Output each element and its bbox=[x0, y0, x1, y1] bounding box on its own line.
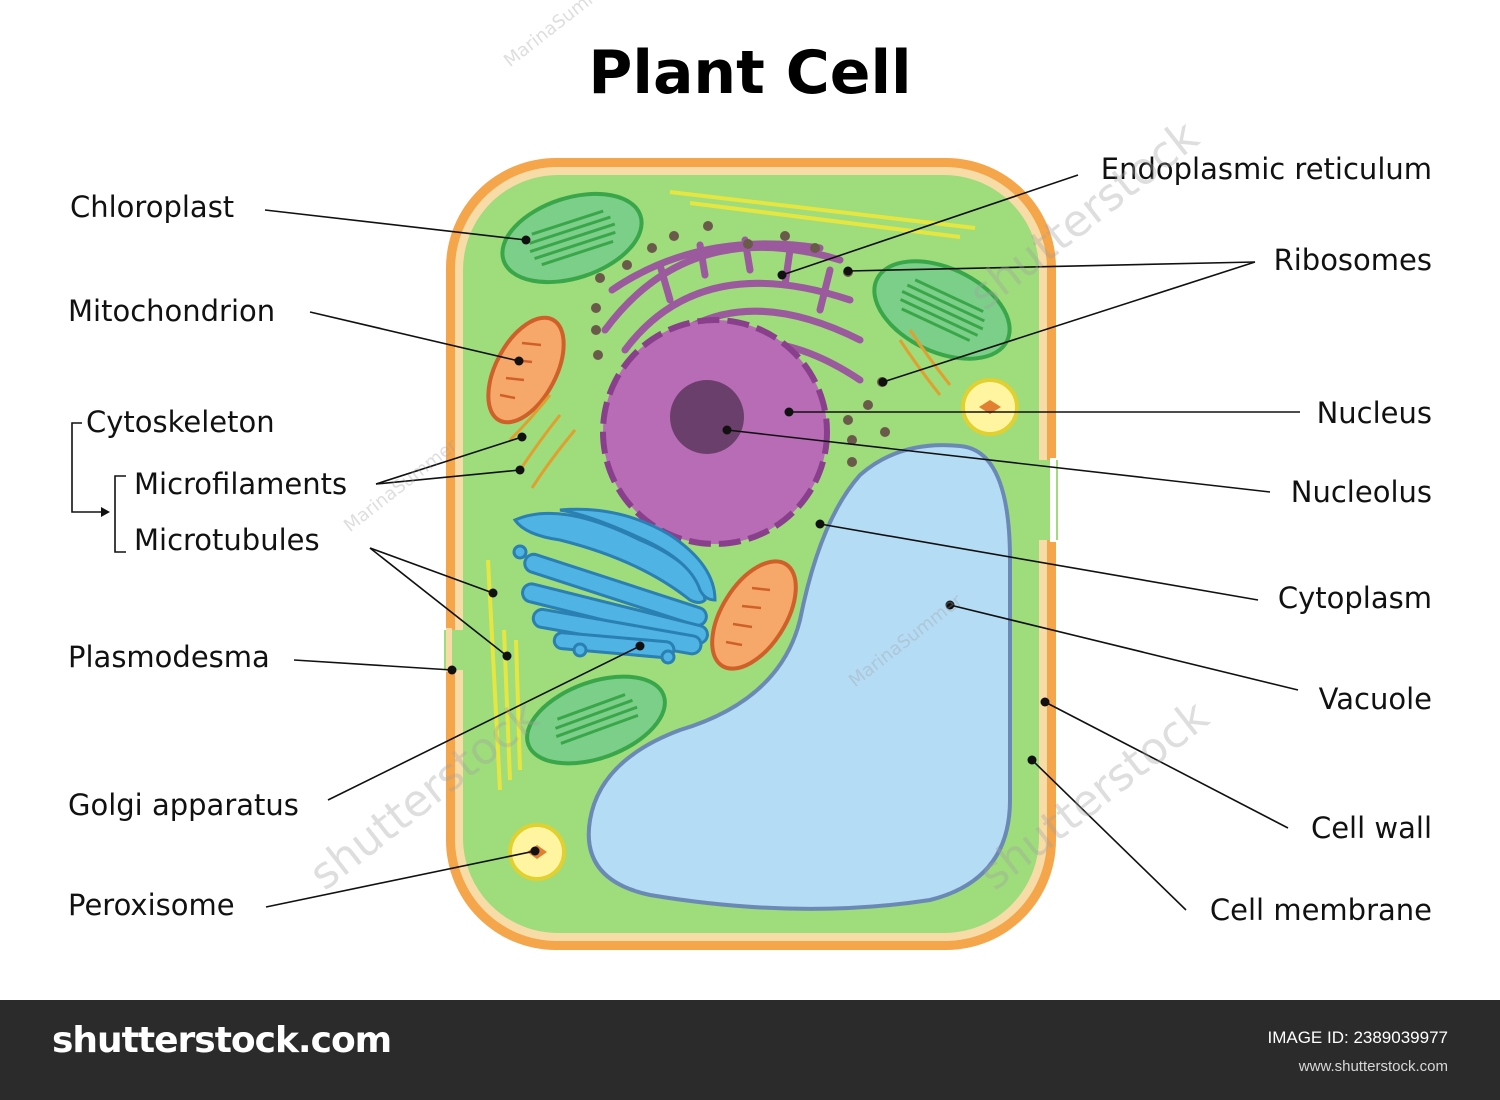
footer-bar: shutterstock.com IMAGE ID: 2389039977 ww… bbox=[0, 1000, 1500, 1100]
leader-dots bbox=[447, 235, 1050, 856]
diagram-title: Plant Cell bbox=[588, 38, 912, 108]
microfilaments bbox=[508, 329, 952, 489]
cytoskeleton-arrowhead bbox=[101, 507, 110, 517]
mitochondrion-right bbox=[710, 559, 798, 671]
microtubules-top bbox=[669, 190, 976, 239]
label-nucleolus: Nucleolus bbox=[1290, 475, 1432, 509]
nucleolus bbox=[670, 380, 744, 454]
label-peroxisome: Peroxisome bbox=[68, 888, 235, 922]
label-vacuole: Vacuole bbox=[1318, 682, 1432, 716]
nucleus bbox=[600, 317, 830, 547]
image-id: IMAGE ID: 2389039977 bbox=[1267, 1028, 1448, 1047]
vacuole bbox=[586, 443, 1012, 911]
label-cell-membrane: Cell membrane bbox=[1209, 893, 1432, 927]
label-endoplasmic-reticulum: Endoplasmic reticulum bbox=[1100, 152, 1432, 186]
chloroplast-top-right bbox=[872, 259, 1012, 361]
label-cytoskeleton: Cytoskeleton bbox=[86, 405, 275, 439]
chloroplast-top-left bbox=[500, 191, 644, 285]
endoplasmic-reticulum bbox=[601, 236, 864, 394]
label-cytoplasm: Cytoplasm bbox=[1277, 581, 1432, 615]
label-plasmodesma: Plasmodesma bbox=[68, 640, 270, 674]
label-cell-wall: Cell wall bbox=[1310, 811, 1432, 845]
ribosomes bbox=[591, 221, 890, 467]
diagram-canvas: Plant Cell bbox=[68, 0, 1432, 950]
plant-cell-illustration bbox=[71, 158, 1300, 950]
shutterstock-logo: shutterstock.com bbox=[52, 1020, 392, 1061]
label-mitochondrion: Mitochondrion bbox=[68, 294, 276, 328]
leader-lines bbox=[71, 174, 1300, 911]
label-nucleus: Nucleus bbox=[1316, 396, 1432, 430]
footer-url: www.shutterstock.com bbox=[1298, 1058, 1448, 1075]
golgi-apparatus bbox=[512, 507, 717, 665]
label-chloroplast: Chloroplast bbox=[70, 190, 235, 224]
peroxisome-right bbox=[961, 378, 1019, 436]
label-golgi-apparatus: Golgi apparatus bbox=[68, 788, 299, 822]
chloroplast-bottom bbox=[525, 674, 667, 766]
label-microtubules: Microtubules bbox=[134, 523, 320, 557]
label-ribosomes: Ribosomes bbox=[1273, 243, 1432, 277]
label-microfilaments: Microfilaments bbox=[134, 467, 348, 501]
